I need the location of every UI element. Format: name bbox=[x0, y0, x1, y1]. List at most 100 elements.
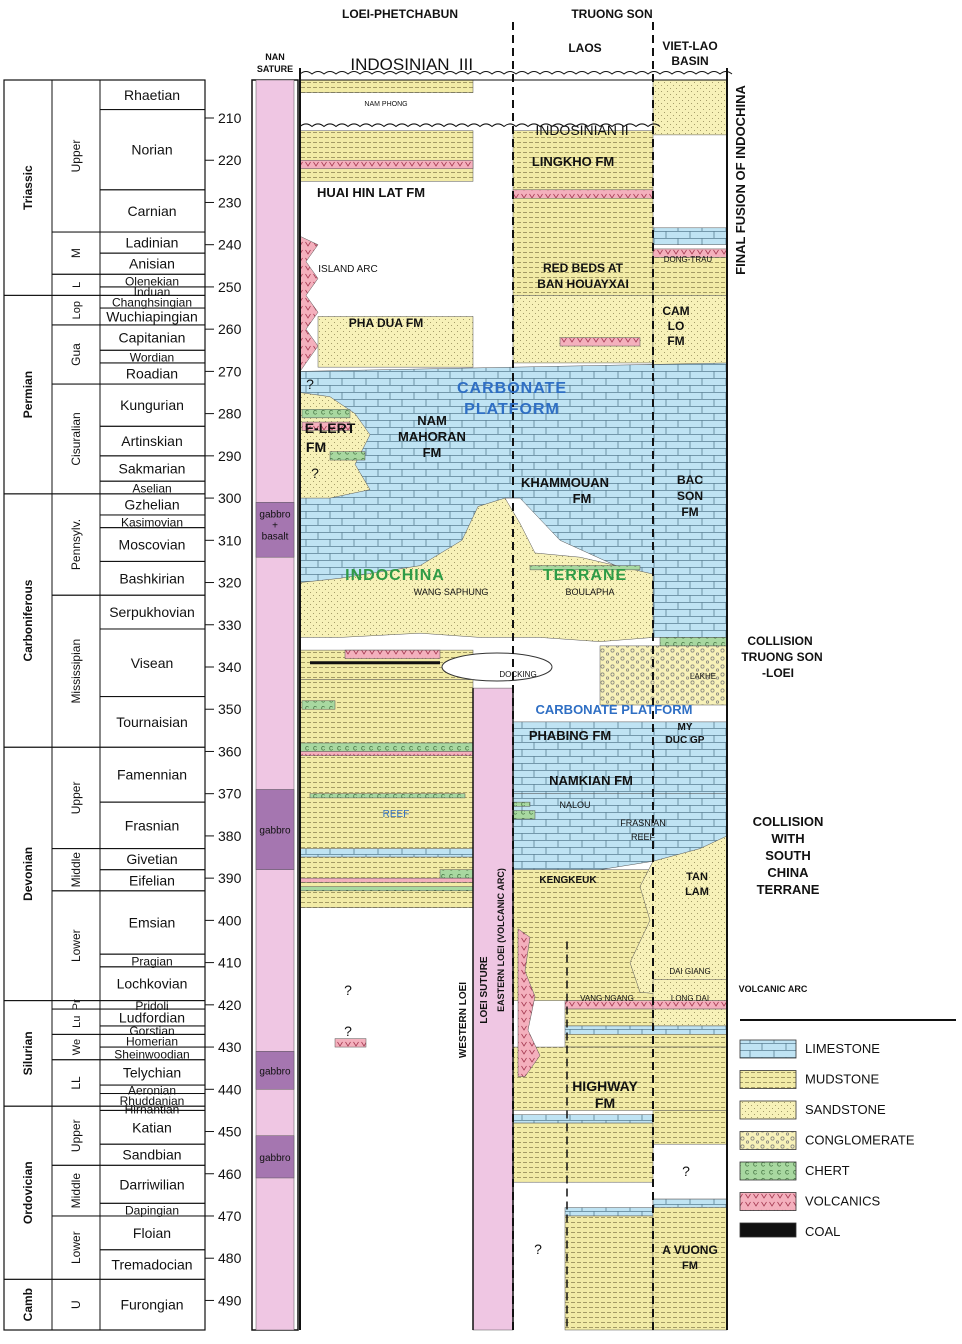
stage-label: Roadian bbox=[126, 365, 178, 381]
age-tick-label: 210 bbox=[218, 110, 242, 126]
a-vuong-label: A VUONG bbox=[662, 1243, 718, 1257]
unknown-question-mark: ? bbox=[311, 465, 319, 481]
eastern-loei-volcanics bbox=[517, 928, 541, 1077]
e-lert-chert-2 bbox=[329, 451, 366, 461]
stage-label: Homerian bbox=[126, 1035, 178, 1049]
e-lert-fm-label: FM bbox=[306, 439, 326, 455]
legend-label-coal: COAL bbox=[805, 1224, 840, 1239]
age-tick-label: 340 bbox=[218, 659, 242, 675]
gabbro-label: gabbro bbox=[259, 510, 291, 521]
volcanic-arc-label: VOLCANIC ARC bbox=[739, 984, 808, 994]
gabbro-body bbox=[255, 1051, 295, 1090]
stage-label: Artinskian bbox=[121, 433, 182, 449]
namkian-chert bbox=[512, 801, 531, 807]
age-tick-label: 240 bbox=[218, 237, 242, 253]
stage-label: Telychian bbox=[123, 1064, 181, 1080]
age-tick-label: 410 bbox=[218, 955, 242, 971]
cam-lo-sandstone bbox=[652, 295, 728, 372]
age-tick-label: 330 bbox=[218, 617, 242, 633]
header-loei-phetchabun: LOEI-PHETCHABUN bbox=[342, 7, 458, 21]
silurian-loei-volcanics bbox=[334, 1038, 367, 1048]
system-label: Silurian bbox=[21, 1031, 35, 1075]
namkian-label: NAMKIAN FM bbox=[549, 773, 633, 788]
wang-saphung-label: WANG SAPHUNG bbox=[414, 587, 489, 597]
namkian-chert-2 bbox=[512, 810, 536, 820]
frasnian-label: FRASNIAN bbox=[620, 818, 666, 828]
nam-label: NAM bbox=[417, 413, 447, 428]
china-label: CHINA bbox=[767, 865, 809, 880]
stage-label: Floian bbox=[133, 1225, 171, 1241]
stage-label: Furongian bbox=[120, 1297, 183, 1313]
series-label: Lower bbox=[69, 1231, 83, 1264]
header-nan: NAN bbox=[265, 52, 285, 62]
series-label: Mississipian bbox=[69, 639, 83, 704]
legend-label-chert: CHERT bbox=[805, 1163, 850, 1178]
stage-label: Rhuddanian bbox=[120, 1094, 185, 1108]
age-tick-label: 290 bbox=[218, 448, 242, 464]
loei-suture-band bbox=[472, 687, 514, 1331]
bac-son-fm-label: FM bbox=[681, 505, 698, 519]
age-tick-label: 480 bbox=[218, 1250, 242, 1266]
stage-label: Frasnian bbox=[125, 817, 179, 833]
pha-dua-label: PHA DUA FM bbox=[349, 316, 423, 330]
island-arc-label: ISLAND ARC bbox=[318, 264, 377, 275]
series-label: Upper bbox=[69, 782, 83, 815]
stage-label: Lochkovian bbox=[117, 976, 188, 992]
age-tick-label: 370 bbox=[218, 786, 242, 802]
visean-volcanics bbox=[344, 649, 441, 659]
stage-label: Tournaisian bbox=[116, 714, 188, 730]
age-tick-label: 450 bbox=[218, 1124, 242, 1140]
gabbro-body bbox=[255, 789, 295, 870]
stage-label: Pragian bbox=[131, 954, 172, 968]
south-label: SOUTH bbox=[765, 848, 811, 863]
legend-label-sandstone: SANDSTONE bbox=[805, 1102, 886, 1117]
lithology-legend: LIMESTONEMUDSTONESANDSTONECONGLOMERATECH… bbox=[739, 1039, 915, 1239]
famennian-chert bbox=[309, 793, 466, 799]
series-label: Middle bbox=[69, 852, 83, 888]
son-label: SON bbox=[677, 489, 703, 503]
my-label: MY bbox=[678, 722, 693, 733]
dapingian-limestone bbox=[564, 1207, 654, 1217]
indosinian-ii-unconformity bbox=[299, 123, 661, 128]
dong-trau-label: DONG-TRAU bbox=[664, 255, 713, 264]
loei-suture-label: LOEI SUTURE bbox=[479, 956, 490, 1024]
age-tick-label: 310 bbox=[218, 532, 242, 548]
stage-label: Ludfordian bbox=[119, 1010, 185, 1026]
gabbro-body bbox=[255, 502, 295, 558]
lo-label: LO bbox=[668, 319, 685, 333]
header-viet-lao: VIET-LAO bbox=[662, 39, 717, 53]
lam-label: LAM bbox=[685, 886, 709, 898]
homerian-mudstone bbox=[564, 1034, 728, 1048]
lakhe-conglomerate bbox=[599, 645, 728, 706]
system-label: Devonian bbox=[21, 847, 35, 901]
gabbro-label: gabbro bbox=[259, 826, 291, 837]
stage-label: Olenekian bbox=[125, 275, 179, 289]
tournaisian-volcanics bbox=[299, 751, 474, 756]
age-tick-label: 260 bbox=[218, 321, 242, 337]
stage-label: Sakmarian bbox=[119, 461, 186, 477]
indosinian-iii-label: INDOSINIAN bbox=[350, 55, 449, 74]
lingkho-volcanics bbox=[512, 189, 654, 199]
legend-label-conglomerate: CONGLOMERATE bbox=[805, 1133, 915, 1148]
age-tick-label: 460 bbox=[218, 1166, 242, 1182]
stage-label: Bashkirian bbox=[119, 570, 184, 586]
header-truong-son: TRUONG SON bbox=[571, 7, 652, 21]
stage-label: Kungurian bbox=[120, 397, 184, 413]
stage-label: Emsian bbox=[129, 914, 176, 930]
collision-label: COLLISION bbox=[753, 814, 824, 829]
stage-label: Givetian bbox=[126, 851, 177, 867]
e-lert-volcanics bbox=[301, 421, 351, 431]
age-tick-label: 250 bbox=[218, 279, 242, 295]
tournaisian-chert bbox=[301, 700, 336, 710]
stage-label: Wuchiapingian bbox=[106, 308, 198, 324]
stage-label: Visean bbox=[131, 655, 174, 671]
givetian-limestone bbox=[299, 848, 474, 858]
phabing-label: PHABING FM bbox=[529, 728, 611, 743]
terrane-label: TERRANE bbox=[757, 882, 820, 897]
age-tick-label: 380 bbox=[218, 828, 242, 844]
dong-trau-unit bbox=[652, 257, 728, 296]
series-label: Gua bbox=[69, 343, 83, 366]
viet-lao-limestone bbox=[652, 227, 728, 245]
